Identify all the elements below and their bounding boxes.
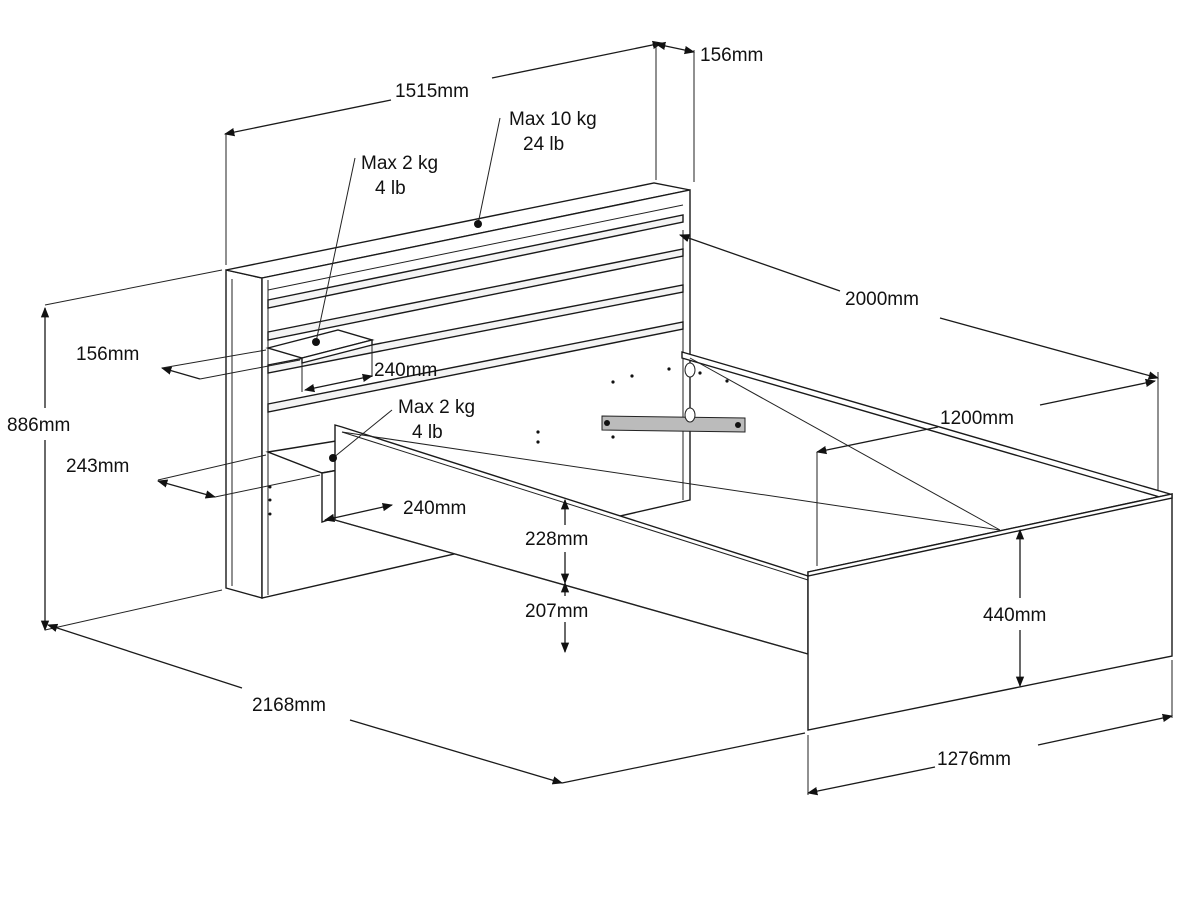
label-frame-height-lower: 207mm <box>525 601 588 622</box>
headboard-slats <box>267 204 684 413</box>
label-overall-length: 2168mm <box>252 695 326 716</box>
headboard-load-imperial: 24 lb <box>523 134 564 155</box>
lower-shelf-load-imperial: 4 lb <box>412 422 443 443</box>
label-frame-height-upper: 228mm <box>525 529 588 550</box>
upper-shelf <box>265 329 375 392</box>
bed-drawing <box>225 182 1173 731</box>
headboard-load-metric: Max 10 kg <box>509 109 597 130</box>
label-headboard-depth: 156mm <box>700 45 763 66</box>
upper-shelf-load-point <box>312 338 320 346</box>
labels: 1515mm 156mm 886mm 2000mm 1200mm 2168mm … <box>7 45 1046 770</box>
label-upper-shelf-depth: 156mm <box>76 344 139 365</box>
slat-support-edge <box>341 431 1001 531</box>
dimension-lines <box>40 40 1174 796</box>
lower-shelf-load-metric: Max 2 kg <box>398 397 475 418</box>
screw-holes <box>536 367 729 444</box>
label-lower-shelf-width: 240mm <box>403 498 466 519</box>
label-upper-shelf-width: 240mm <box>374 360 437 381</box>
label-lower-shelf-depth: 243mm <box>66 456 129 477</box>
label-footboard-height: 440mm <box>983 605 1046 626</box>
label-overall-width: 1276mm <box>937 749 1011 770</box>
upper-shelf-load-imperial: 4 lb <box>375 178 406 199</box>
load-leaders <box>312 117 501 462</box>
label-overall-height: 886mm <box>7 415 70 436</box>
label-mattress-width: 1200mm <box>940 408 1014 429</box>
label-bed-length: 2000mm <box>845 289 919 310</box>
headboard-load-point <box>474 220 482 228</box>
label-headboard-width: 1515mm <box>395 81 469 102</box>
right-side-rail <box>681 351 1171 531</box>
center-bracket <box>601 362 746 433</box>
footboard <box>807 493 1173 731</box>
lower-shelf-load-point <box>329 454 337 462</box>
upper-shelf-load-metric: Max 2 kg <box>361 153 438 174</box>
